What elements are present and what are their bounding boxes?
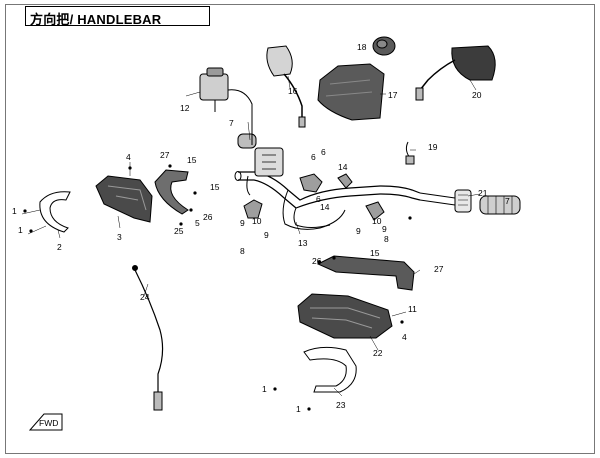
- callout-11: 11: [408, 304, 417, 314]
- callout-20: 20: [472, 90, 482, 100]
- callout-27: 27: [434, 264, 444, 274]
- callout-22: 22: [373, 348, 383, 358]
- left-mirror: [266, 45, 306, 128]
- right-handguard-22: [297, 293, 393, 339]
- callout-6: 6: [311, 152, 316, 162]
- clutch-lever-parts: [243, 173, 385, 221]
- callout-6: 6: [321, 147, 326, 157]
- callout-1: 1: [18, 225, 23, 235]
- callout-26: 26: [312, 256, 322, 266]
- callout-15: 15: [210, 182, 220, 192]
- callout-7: 7: [229, 118, 234, 128]
- callout-5: 5: [195, 218, 200, 228]
- callout-27: 27: [160, 150, 170, 160]
- callout-7: 7: [505, 196, 510, 206]
- title-box: 方向把/ HANDLEBAR: [25, 6, 210, 27]
- front-arrow-label: FWD: [39, 418, 58, 428]
- callout-8: 8: [240, 246, 245, 256]
- callout-17: 17: [388, 90, 398, 100]
- callout-10: 10: [372, 216, 382, 226]
- left-switch-assembly: [237, 133, 284, 196]
- right-grip: [419, 189, 521, 215]
- callout-15: 15: [370, 248, 380, 258]
- callout-13: 13: [298, 238, 308, 248]
- callout-numbers: 1 1 1 1 2 3 4 4 5 6 6 6 7 7 8 8 9 9 9 9 …: [12, 42, 510, 414]
- callout-1: 1: [12, 206, 17, 216]
- callout-9: 9: [382, 224, 387, 234]
- callout-10: 10: [252, 216, 262, 226]
- callout-18: 18: [357, 42, 367, 52]
- callout-21: 21: [478, 188, 488, 198]
- callout-1: 1: [296, 404, 301, 414]
- callout-9: 9: [264, 230, 269, 240]
- callout-3: 3: [117, 232, 122, 242]
- callout-14: 14: [320, 202, 330, 212]
- throttle-cable: [132, 265, 164, 411]
- callout-2: 2: [57, 242, 62, 252]
- callout-16: 16: [288, 86, 298, 96]
- callout-24: 24: [140, 292, 150, 302]
- callout-12: 12: [180, 103, 190, 113]
- callout-15: 15: [187, 155, 197, 165]
- callout-26: 26: [203, 212, 213, 222]
- callout-8: 8: [384, 234, 389, 244]
- callout-23: 23: [336, 400, 346, 410]
- right-guard-strip: [316, 255, 415, 291]
- cable-item-19: [405, 141, 415, 165]
- leader-lines: [21, 75, 481, 397]
- callout-1: 1: [262, 384, 267, 394]
- callout-19: 19: [428, 142, 438, 152]
- right-handguard-shell-23: [303, 346, 357, 393]
- callout-9: 9: [240, 218, 245, 228]
- front-direction-arrow: FWD: [28, 413, 63, 431]
- master-cylinder: [199, 67, 253, 145]
- callout-4: 4: [126, 152, 131, 162]
- page-border: [5, 4, 595, 454]
- fasteners: [23, 164, 412, 411]
- left-handguard-shell-2: [39, 191, 71, 233]
- callout-6: 6: [316, 194, 321, 204]
- left-handguard-3: [95, 175, 153, 223]
- callout-14: 14: [338, 162, 348, 172]
- handlebar-tube: [234, 171, 421, 230]
- callout-9: 9: [356, 226, 361, 236]
- page-title: 方向把/ HANDLEBAR: [30, 12, 162, 27]
- handguard-cover-17: [317, 63, 385, 121]
- cap-18: [372, 36, 396, 56]
- right-mirror: [415, 45, 496, 101]
- callout-25: 25: [174, 226, 184, 236]
- callout-4: 4: [402, 332, 407, 342]
- left-guard-bracket: [154, 169, 189, 215]
